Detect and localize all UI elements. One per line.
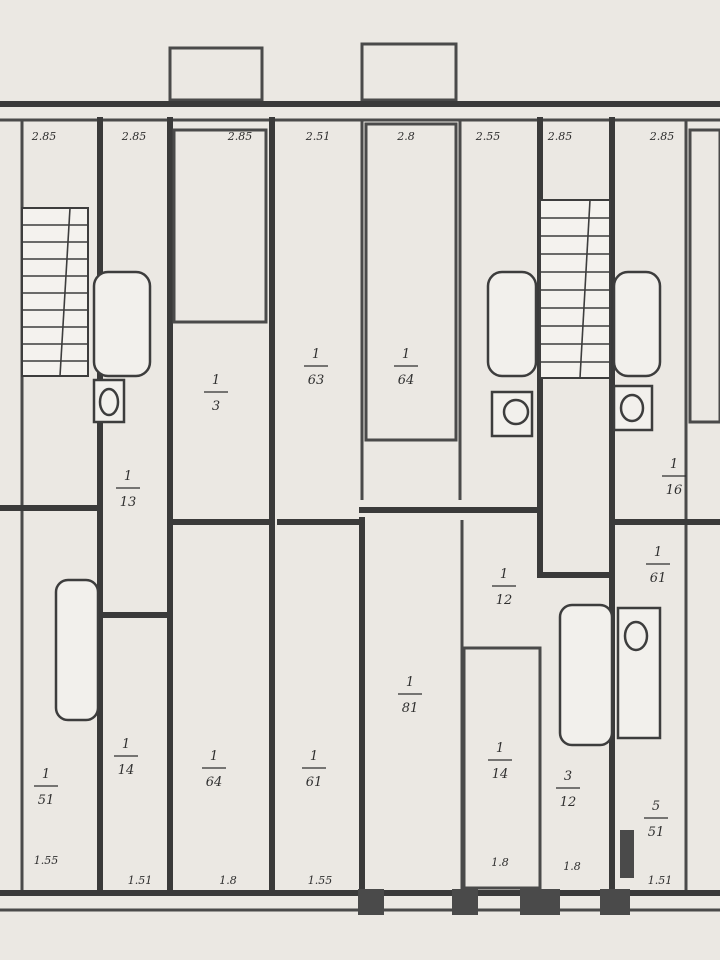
svg-text:61: 61 — [306, 775, 323, 790]
svg-text:1: 1 — [312, 347, 320, 362]
top-projection-left — [168, 46, 264, 102]
svg-text:1: 1 — [500, 567, 508, 582]
room-label-r6: 1 14 — [488, 741, 512, 782]
staircase-right — [539, 199, 611, 379]
bathtub-lower-right — [558, 603, 614, 747]
alcove-right-top — [688, 128, 720, 424]
svg-text:16: 16 — [666, 483, 683, 498]
svg-text:51: 51 — [648, 825, 665, 840]
svg-text:1: 1 — [496, 741, 504, 756]
toilet-left — [92, 378, 126, 424]
dim-bottom-7: 1.51 — [648, 874, 673, 887]
toilet-lower-right — [616, 606, 662, 740]
svg-text:1: 1 — [212, 373, 220, 388]
room-label-r10: 1 14 — [114, 737, 138, 778]
room-label-r7: 1 51 — [34, 767, 58, 808]
dim-bottom-5: 1.8 — [491, 856, 509, 869]
room-label-r1: 1 63 — [304, 347, 328, 388]
svg-text:64: 64 — [398, 373, 415, 388]
dim-top-8: 2.85 — [649, 130, 675, 143]
svg-text:64: 64 — [206, 775, 223, 790]
wall-hatch-1 — [358, 889, 384, 915]
svg-text:61: 61 — [650, 571, 667, 586]
dim-top-5: 2.8 — [396, 130, 415, 143]
dim-bottom-6: 1.8 — [563, 860, 581, 873]
room-label-r12: 1 16 — [662, 457, 686, 498]
room-label-r15: 1 61 — [646, 545, 670, 586]
bathtub-right — [486, 270, 538, 378]
dim-top-3: 2.85 — [227, 130, 253, 143]
room-label-r2: 1 64 — [202, 749, 226, 790]
svg-text:81: 81 — [402, 701, 419, 716]
alcove-center-top — [364, 122, 458, 442]
room-label-r14: 5 51 — [644, 799, 668, 840]
bathtub-left — [92, 270, 152, 378]
svg-text:12: 12 — [496, 593, 513, 608]
svg-text:1: 1 — [310, 749, 318, 764]
svg-text:1: 1 — [210, 749, 218, 764]
svg-text:12: 12 — [560, 795, 577, 810]
room-label-r8: 3 12 — [556, 769, 580, 810]
bottom-dimensions: 1.51 1.8 1.55 1.55 1.8 1.8 1.51 — [34, 854, 673, 887]
svg-text:51: 51 — [38, 793, 55, 808]
svg-text:1: 1 — [670, 457, 678, 472]
dim-bottom-2: 1.8 — [219, 874, 237, 887]
svg-text:3: 3 — [564, 769, 572, 784]
toilet-center — [490, 390, 534, 438]
svg-text:1: 1 — [122, 737, 130, 752]
svg-text:1: 1 — [654, 545, 662, 560]
room-label-r13: 1 3 — [204, 373, 228, 414]
room-label-r11: 1 12 — [492, 567, 516, 608]
svg-text:1: 1 — [42, 767, 50, 782]
dim-top-7: 2.85 — [547, 130, 573, 143]
svg-text:14: 14 — [118, 763, 135, 778]
wall-hatch-2 — [452, 889, 478, 915]
room-label-r3: 1 81 — [398, 675, 422, 716]
top-projection-right — [360, 42, 458, 102]
staircase-left — [21, 207, 89, 377]
svg-text:1: 1 — [406, 675, 414, 690]
wall-hatch-5 — [620, 830, 634, 878]
wall-hatch-4 — [600, 889, 630, 915]
alcove-left-top — [172, 128, 268, 324]
room-label-r9: 1 13 — [116, 469, 140, 510]
svg-text:5: 5 — [652, 799, 660, 814]
room-label-r4: 1 61 — [302, 749, 326, 790]
alcove-center-bottom — [462, 646, 542, 890]
room-label-r5: 1 64 — [394, 347, 418, 388]
svg-text:3: 3 — [212, 399, 220, 414]
dim-top-2: 2.85 — [121, 130, 147, 143]
wall-hatch-3 — [520, 889, 560, 915]
dim-top-1: 2.85 — [31, 130, 57, 143]
dim-top-4: 2.51 — [305, 130, 331, 143]
bathtub-lower-left — [54, 578, 100, 722]
dim-bottom-1: 1.51 — [128, 874, 153, 887]
toilet-far-right — [612, 384, 654, 432]
svg-text:1: 1 — [124, 469, 132, 484]
svg-text:13: 13 — [120, 495, 137, 510]
top-dimensions: 2.85 2.85 2.85 2.51 2.8 2.55 2.85 2.85 — [31, 130, 675, 143]
dim-bottom-4: 1.55 — [34, 854, 59, 867]
bathtub-far-right — [612, 270, 662, 378]
svg-text:14: 14 — [492, 767, 509, 782]
svg-text:63: 63 — [308, 373, 325, 388]
dim-top-6: 2.55 — [475, 130, 501, 143]
dim-bottom-3: 1.55 — [308, 874, 333, 887]
svg-text:1: 1 — [402, 347, 410, 362]
